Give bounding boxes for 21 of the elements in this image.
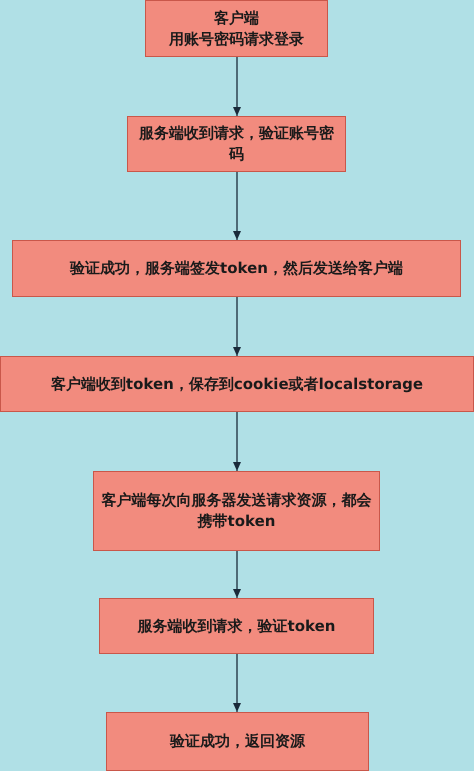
- box-text: 验证成功，服务端签发token，然后发送给客户端: [70, 258, 403, 279]
- process-box: [93, 471, 380, 551]
- box-text: 服务端收到请求，验证账号密码: [138, 123, 335, 165]
- arrow: [233, 172, 241, 240]
- arrow: [233, 551, 241, 598]
- process-box: [0, 356, 474, 412]
- process-box: [106, 712, 369, 771]
- arrow: [233, 654, 241, 712]
- process-box: [99, 598, 374, 654]
- box-text: 客户端每次向服务器发送请求资源，都会携带token: [100, 490, 372, 532]
- box-text: 客户端收到token，保存到cookie或者localstorage: [50, 374, 424, 394]
- box-text: 客户端: [214, 8, 259, 28]
- process-box: [145, 0, 328, 57]
- box-text: 用账号密码请求登录: [169, 28, 304, 50]
- arrow: [233, 57, 241, 116]
- box-text: 服务端收到请求，验证token: [138, 616, 336, 636]
- process-box: [127, 116, 346, 172]
- arrow: [233, 297, 241, 356]
- arrow: [233, 412, 241, 471]
- box-text: 验证成功，返回资源: [170, 731, 305, 752]
- process-box: [12, 240, 461, 297]
